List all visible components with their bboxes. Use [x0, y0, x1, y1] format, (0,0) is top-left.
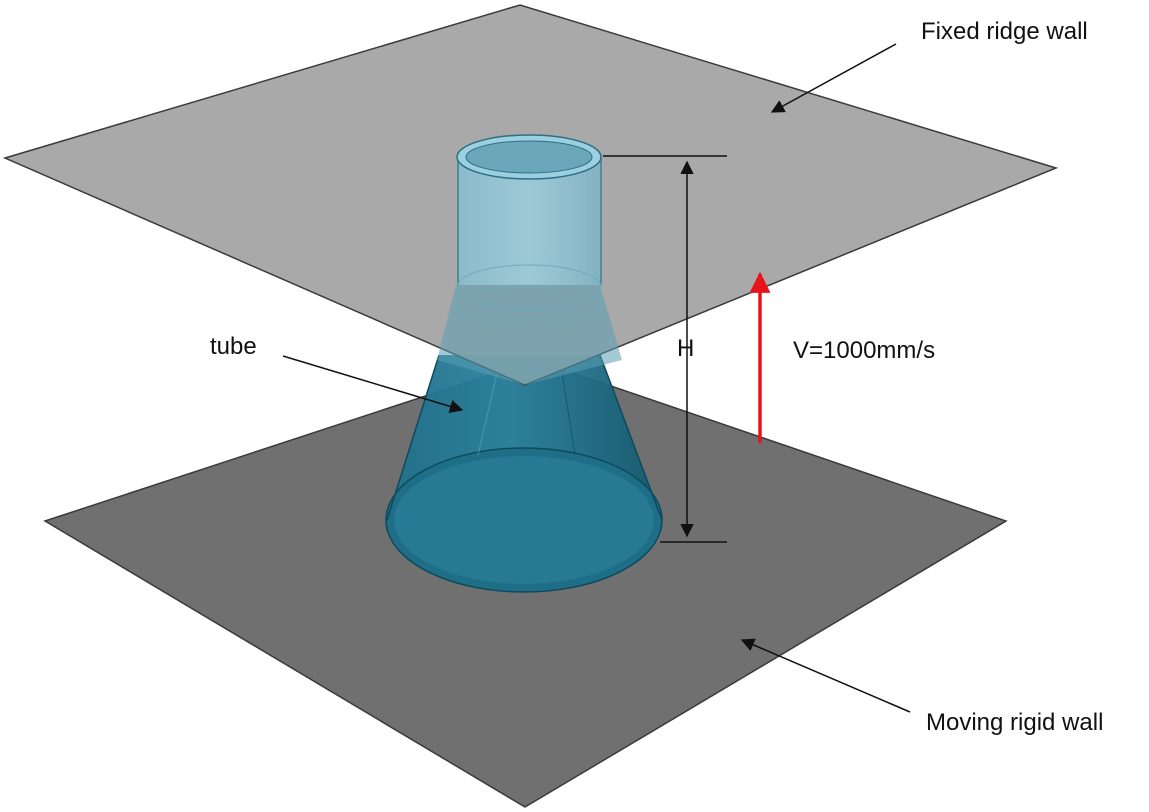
moving-wall-pointer-arrow	[740, 638, 911, 713]
tube-pointer-arrow	[282, 355, 464, 413]
tube-label: tube	[210, 333, 257, 360]
tube-lower-through-wall	[437, 285, 622, 385]
tube-lower	[385, 354, 663, 593]
velocity-label: V=1000mm/s	[793, 337, 935, 364]
fixed-wall-pointer-arrow	[770, 43, 897, 113]
height-dimension	[603, 155, 727, 543]
height-label: H	[677, 335, 694, 362]
moving-wall-label: Moving rigid wall	[926, 709, 1103, 736]
fixed-wall-label: Fixed ridge wall	[921, 18, 1088, 45]
tube-upper	[456, 134, 602, 326]
